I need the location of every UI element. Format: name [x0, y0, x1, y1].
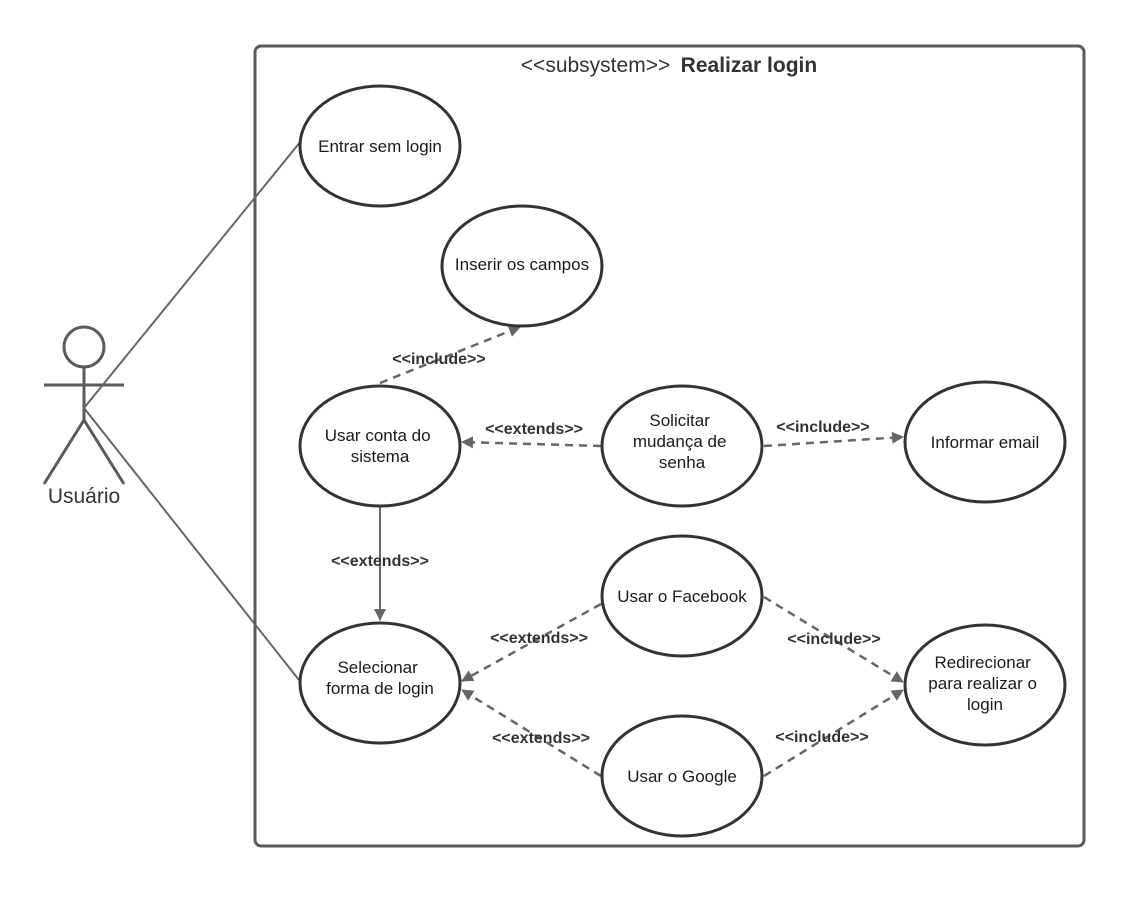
use-case-label: Entrar sem login — [318, 137, 442, 156]
use-case-entrar-sem-login: Entrar sem login — [298, 84, 462, 208]
use-case-label: Usar o Google — [627, 767, 737, 786]
label-facebook-redirecionar: <<include>> — [787, 631, 880, 648]
actor-usuario: Usuário — [42, 325, 126, 508]
connector-facebook-selecionar — [461, 602, 602, 683]
association-entrar-sem-login — [83, 140, 302, 409]
connector-usar-conta-inserir — [379, 325, 521, 385]
use-case-label: Selecionar forma de login — [326, 658, 434, 698]
label-solicitar-usar-conta: <<extends>> — [485, 421, 583, 438]
label-facebook-selecionar: <<extends>> — [490, 630, 588, 647]
use-case-informar-email: Informar email — [903, 380, 1067, 504]
use-case-label: Redirecionar para realizar o login — [928, 653, 1041, 714]
label-google-redirecionar: <<include>> — [775, 729, 868, 746]
actor-head — [62, 325, 106, 369]
label-usar-conta-selecionar: <<extends>> — [331, 553, 429, 570]
system-title: <<subsystem>> Realizar login — [521, 54, 817, 77]
use-case-label: Solicitar mudança de senha — [633, 411, 731, 472]
label-solicitar-informar: <<include>> — [776, 419, 869, 436]
actor-right-leg — [82, 419, 126, 485]
actor-name: Usuário — [48, 485, 120, 508]
use-case-solicitar-mudanca-de-senha: Solicitar mudança de senha — [600, 384, 764, 508]
system-stereotype: <<subsystem>> — [521, 54, 670, 77]
use-case-label: Inserir os campos — [455, 255, 589, 274]
use-case-label: Usar conta do sistema — [325, 426, 436, 466]
use-case-selecionar-forma-de-login: Selecionar forma de login — [298, 621, 462, 745]
use-case-label: Usar o Facebook — [617, 587, 747, 606]
use-case-usar-conta-do-sistema: Usar conta do sistema — [298, 384, 462, 508]
connector-solicitar-informar — [763, 431, 904, 448]
connector-solicitar-usar-conta — [461, 436, 602, 449]
use-case-usar-o-facebook: Usar o Facebook — [600, 534, 764, 658]
label-google-selecionar: <<extends>> — [492, 730, 590, 747]
use-case-usar-o-google: Usar o Google — [600, 714, 764, 838]
label-usar-conta-inserir: <<include>> — [392, 351, 485, 368]
system-name: Realizar login — [681, 54, 818, 77]
use-case-label: Informar email — [931, 433, 1040, 452]
use-case-inserir-os-campos: Inserir os campos — [440, 204, 604, 328]
association-selecionar-forma — [83, 407, 300, 681]
use-case-redirecionar-para-realizar-o-login: Redirecionar para realizar o login — [903, 623, 1067, 747]
actor-left-leg — [42, 419, 86, 485]
